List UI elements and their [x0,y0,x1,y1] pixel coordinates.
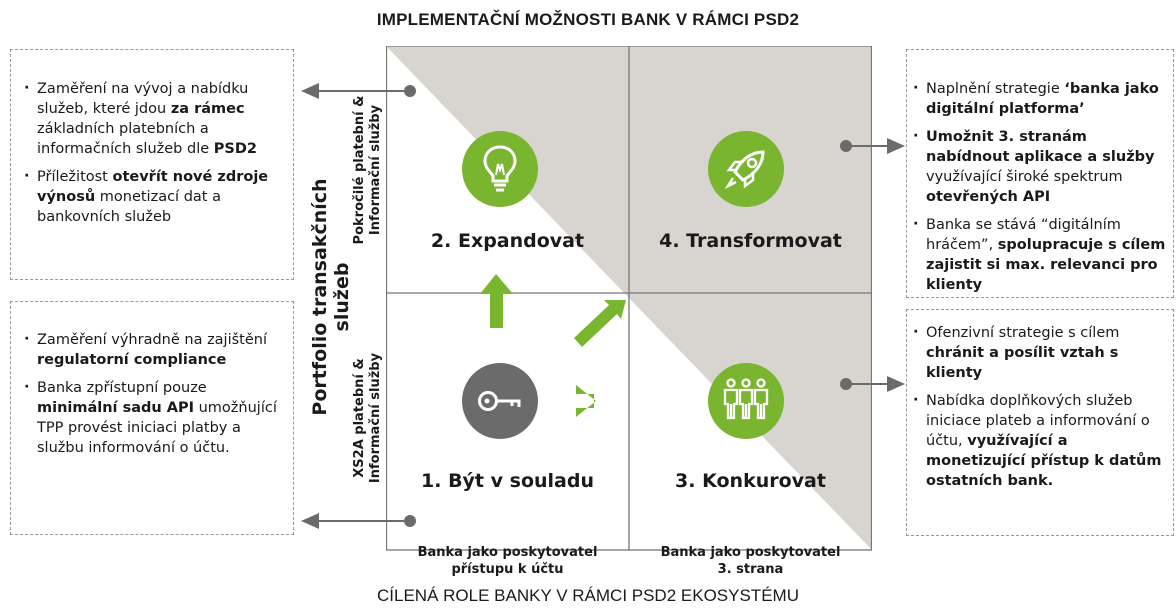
box-top-left: Zaměření na vývoj a nabídku služeb, kter… [10,49,294,280]
text: Zaměření výhradně na zajištění [37,332,267,348]
diagram-title: IMPLEMENTAČNÍ MOŽNOSTI BANK V RÁMCI PSD2 [376,10,800,29]
text: Naplnění strategie [926,81,1065,97]
text: umožňující TPP provést iniciaci platby a… [37,400,277,456]
bold-text: ‘banka jako digitální platforma’ [926,81,1159,117]
arrow-right [576,385,596,417]
y-label-bottom-line2: Informační služby [368,352,383,484]
quadrant-1-label: 1. Být v souladu [421,470,594,492]
arrow-up [480,274,513,328]
x-label-right-line1: Banka jako poskytovatel [660,545,841,560]
text: využívající široké spektrum [926,169,1123,185]
bullet-item: Ofenzivní strategie s cílem chránit a po… [913,322,1169,383]
bold-text: Umožnit 3. stranám nabídnout aplikace a … [926,129,1155,165]
y-label-top-line2: Informační služby [368,104,383,236]
y-label-bottom: XS2A platební & Informační služby [352,303,384,533]
bold-text: regulatorní compliance [37,352,227,368]
x-label-left-line2: přístupu k účtu [451,562,564,577]
lightbulb-icon [462,131,538,207]
y-label-top-line1: Pokročilé platební & [352,95,367,245]
bullet-item: Umožnit 3. stranám nabídnout aplikace a … [913,126,1169,207]
bold-text: využívající a monetizující přístup k dat… [926,433,1162,489]
x-label-right: Banka jako poskytovatel 3. strana [629,544,872,578]
y-label-top: Pokročilé platební & Informační služby [352,55,384,285]
x-label-left: Banka jako poskytovatel přístupu k účtu [386,544,629,578]
bullet-item: Příležitost otevřít nové zdroje výnosů m… [24,166,283,227]
y-label-bottom-line1: XS2A platební & [352,358,367,478]
green-arrows [480,274,626,417]
bold-text: za rámec [170,101,245,117]
rocket-icon [708,131,784,207]
quadrant-4-label: 4. Transformovat [659,230,842,252]
box-bottom-right: Ofenzivní strategie s cílem chránit a po… [906,309,1174,536]
bold-text: otevřít nové zdroje výnosů [37,169,269,205]
x-axis-title: CÍLENÁ ROLE BANKY V RÁMCI PSD2 EKOSYSTÉM… [377,586,799,605]
quadrant-2-label: 2. Expandovat [430,230,585,252]
arrow-diagonal [574,300,626,347]
bullet-item: Banka zpřístupní pouze minimální sadu AP… [24,377,283,458]
text: Příležitost [37,169,113,185]
bullet-item: Banka se stává “digitálním hráčem”, spol… [913,214,1169,295]
bold-text: otevřených API [926,189,1051,205]
quadrant-3-label: 3. Konkurovat [675,470,826,492]
box-bottom-left: Zaměření výhradně na zajištění regulator… [10,301,294,535]
text: Nabídka doplňkových služeb iniciace plat… [926,393,1150,449]
bullet-item: Zaměření výhradně na zajištění regulator… [24,329,283,370]
key-icon [462,363,538,439]
text: Ofenzivní strategie s cílem [926,325,1120,341]
people-icon [708,363,784,439]
text: Banka zpřístupní pouze [37,380,207,396]
bold-text: PSD2 [213,141,257,157]
x-label-right-line2: 3. strana [717,562,784,577]
text: Zaměření na vývoj a nabídku služeb, kter… [37,81,249,117]
y-axis-title: Portfolio transakčních služeb [309,178,353,416]
x-label-left-line1: Banka jako poskytovatel [417,545,598,560]
box-top-right: Naplnění strategie ‘banka jako digitální… [906,49,1174,298]
bold-text: chránit a posílit vztah s klienty [926,345,1119,381]
text: Banka se stává “digitálním hráčem”, [926,217,1121,253]
text: monetizací dat a bankovních služeb [37,189,221,225]
text: základních platebních a informačních slu… [37,121,214,157]
bullet-item: Nabídka doplňkových služeb iniciace plat… [913,390,1169,491]
bullet-item: Zaměření na vývoj a nabídku služeb, kter… [24,78,283,159]
bullet-item: Naplnění strategie ‘banka jako digitální… [913,78,1169,119]
bold-text: minimální sadu API [37,400,194,416]
bold-text: spolupracuje s cílem zajistit si max. re… [926,237,1166,293]
